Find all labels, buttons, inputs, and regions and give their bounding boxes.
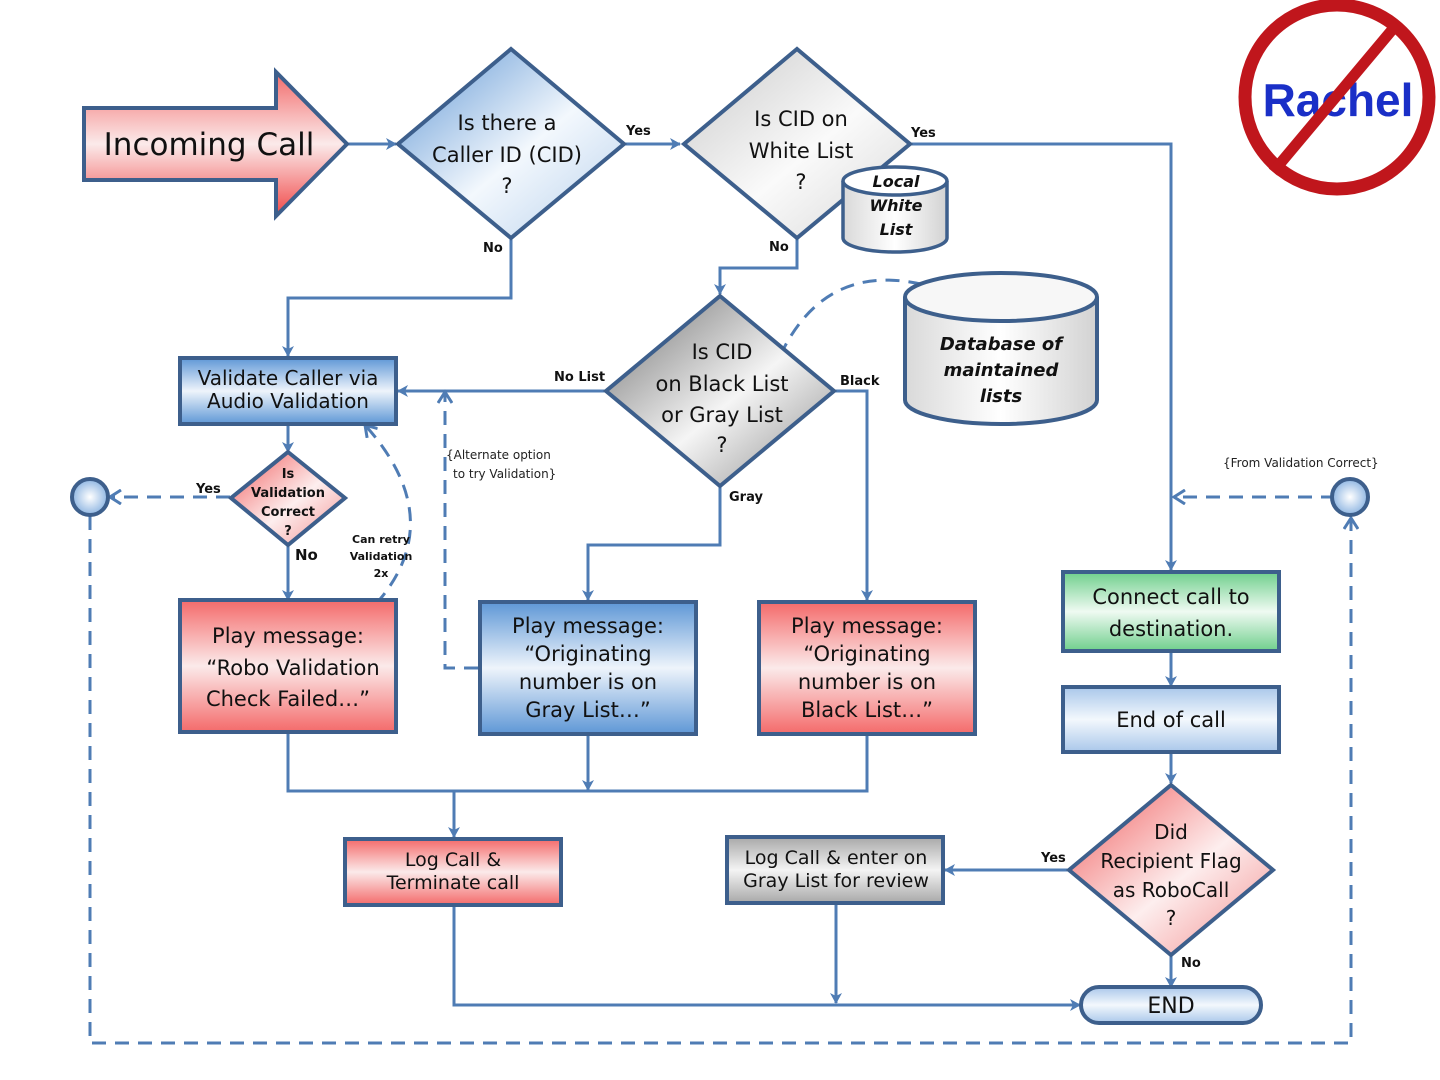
db-text-2: maintained xyxy=(944,360,1060,381)
recipient-flag-decision[interactable]: Did Recipient Flag as RoboCall ? xyxy=(1065,782,1277,958)
edge-cid-no xyxy=(282,238,513,357)
validation-correct-decision[interactable]: Is Validation Correct ? xyxy=(227,449,349,548)
white-list-text-1: Is CID on xyxy=(754,107,848,131)
gray-msg-text-4: Gray List…” xyxy=(525,698,650,722)
offpage-connector-left[interactable] xyxy=(70,477,110,517)
log-gray-text-2: Gray List for review xyxy=(743,870,929,892)
log-terminate-text-1: Log Call & xyxy=(405,849,501,871)
offpage-connector-right[interactable] xyxy=(1330,477,1370,517)
edge-messages-merge xyxy=(286,733,869,793)
flag-text-1: Did xyxy=(1154,820,1188,844)
end-text: END xyxy=(1147,994,1194,1019)
local-white-list-db[interactable]: Local White List xyxy=(841,165,949,254)
edge-log-terminate-to-end xyxy=(452,906,1081,1011)
play-gray-list-box[interactable]: Play message: “Originating number is on … xyxy=(478,600,698,736)
db-text-1: Database of xyxy=(940,334,1064,355)
black-gray-text-2: on Black List xyxy=(655,372,788,396)
local-white-list-text-3: List xyxy=(880,220,914,239)
black-gray-text-1: Is CID xyxy=(692,340,753,364)
black-gray-text-4: ? xyxy=(716,433,727,457)
no-slash xyxy=(1268,20,1402,176)
play-black-list-box[interactable]: Play message: “Originating number is on … xyxy=(757,600,977,736)
connect-text-2: destination. xyxy=(1109,617,1233,641)
robo-failed-text-3: Check Failed…” xyxy=(206,687,370,711)
edge-offpage-loop xyxy=(88,516,1351,1045)
gray-msg-text-1: Play message: xyxy=(512,614,664,638)
validate-text-2: Audio Validation xyxy=(207,389,369,413)
db-text-3: lists xyxy=(980,386,1023,407)
caller-id-decision[interactable]: Is there a Caller ID (CID) ? xyxy=(394,46,628,241)
label-white-no: No xyxy=(769,240,789,255)
label-cid-yes: Yes xyxy=(625,124,651,139)
label-from-validation: {From Validation Correct} xyxy=(1223,456,1379,470)
log-gray-text-1: Log Call & enter on xyxy=(745,847,928,869)
flag-text-2: Recipient Flag xyxy=(1100,849,1241,873)
label-gray: Gray xyxy=(729,490,763,505)
flag-text-3: as RoboCall xyxy=(1113,878,1230,902)
edge-white-no xyxy=(714,238,799,295)
validate-text-1: Validate Caller via xyxy=(198,366,379,390)
incoming-call-label: Incoming Call xyxy=(104,127,315,163)
end-of-call-box[interactable]: End of call xyxy=(1061,685,1281,754)
validation-text-3: Correct xyxy=(261,505,315,520)
edge-black xyxy=(834,389,873,601)
robo-failed-text-2: “Robo Validation xyxy=(206,656,379,680)
black-msg-text-1: Play message: xyxy=(791,614,943,638)
log-terminate-box[interactable]: Log Call & Terminate call xyxy=(343,837,563,907)
database-of-lists[interactable]: Database of maintained lists xyxy=(903,271,1099,426)
white-list-text-3: ? xyxy=(795,170,806,194)
label-validation-yes: Yes xyxy=(195,482,221,497)
caller-id-text-3: ? xyxy=(501,174,512,198)
white-list-text-2: White List xyxy=(749,139,853,163)
connect-call-box[interactable]: Connect call to destination. xyxy=(1061,570,1281,653)
validation-text-1: Is xyxy=(282,467,295,482)
local-white-list-text-2: White xyxy=(869,196,922,215)
local-white-list-text-1: Local xyxy=(873,172,920,191)
validation-text-2: Validation xyxy=(251,486,325,501)
label-retry-3: 2x xyxy=(374,567,389,580)
validation-text-4: ? xyxy=(284,524,292,539)
incoming-call-arrow[interactable]: Incoming Call xyxy=(82,67,350,221)
log-terminate-text-2: Terminate call xyxy=(386,872,520,894)
label-alternate-2: to try Validation} xyxy=(453,467,556,481)
label-flag-yes: Yes xyxy=(1040,851,1066,866)
label-retry-1: Can retry xyxy=(352,533,410,546)
robo-failed-text-1: Play message: xyxy=(212,624,364,648)
flag-text-4: ? xyxy=(1166,906,1177,930)
edge-gray xyxy=(582,486,722,601)
caller-id-text-2: Caller ID (CID) xyxy=(432,143,582,167)
play-robo-failed-box[interactable]: Play message: “Robo Validation Check Fai… xyxy=(178,598,398,734)
label-black: Black xyxy=(840,374,880,389)
validate-caller-box[interactable]: Validate Caller via Audio Validation xyxy=(178,356,398,426)
label-cid-no: No xyxy=(483,241,503,256)
edge-labels: Yes No Yes No No List Black Gray Yes No … xyxy=(195,124,1379,971)
label-no-list: No List xyxy=(554,370,605,385)
black-gray-text-3: or Gray List xyxy=(661,403,783,427)
black-msg-text-4: Black List…” xyxy=(801,698,933,722)
label-alternate-1: {Alternate option xyxy=(446,448,551,462)
label-white-yes: Yes xyxy=(910,126,936,141)
edge-alternate-option xyxy=(445,392,478,670)
connectors xyxy=(88,138,1351,1045)
gray-msg-text-2: “Originating xyxy=(524,642,651,666)
label-flag-no: No xyxy=(1181,956,1201,971)
black-gray-list-decision[interactable]: Is CID on Black List or Gray List ? xyxy=(602,293,838,489)
connect-text-1: Connect call to xyxy=(1092,585,1249,609)
edge-retry-validation xyxy=(365,425,412,605)
black-msg-text-3: number is on xyxy=(798,670,936,694)
label-validation-no: No xyxy=(295,546,318,564)
caller-id-text-1: Is there a xyxy=(458,111,557,135)
gray-msg-text-3: number is on xyxy=(519,670,657,694)
end-terminator[interactable]: END xyxy=(1079,985,1263,1025)
edge-white-yes xyxy=(910,142,1177,571)
end-of-call-text: End of call xyxy=(1116,708,1226,732)
black-msg-text-2: “Originating xyxy=(803,642,930,666)
no-rachel-logo: Rachel xyxy=(1238,0,1436,196)
label-retry-2: Validation xyxy=(350,550,413,563)
log-gray-review-box[interactable]: Log Call & enter on Gray List for review xyxy=(725,835,945,905)
